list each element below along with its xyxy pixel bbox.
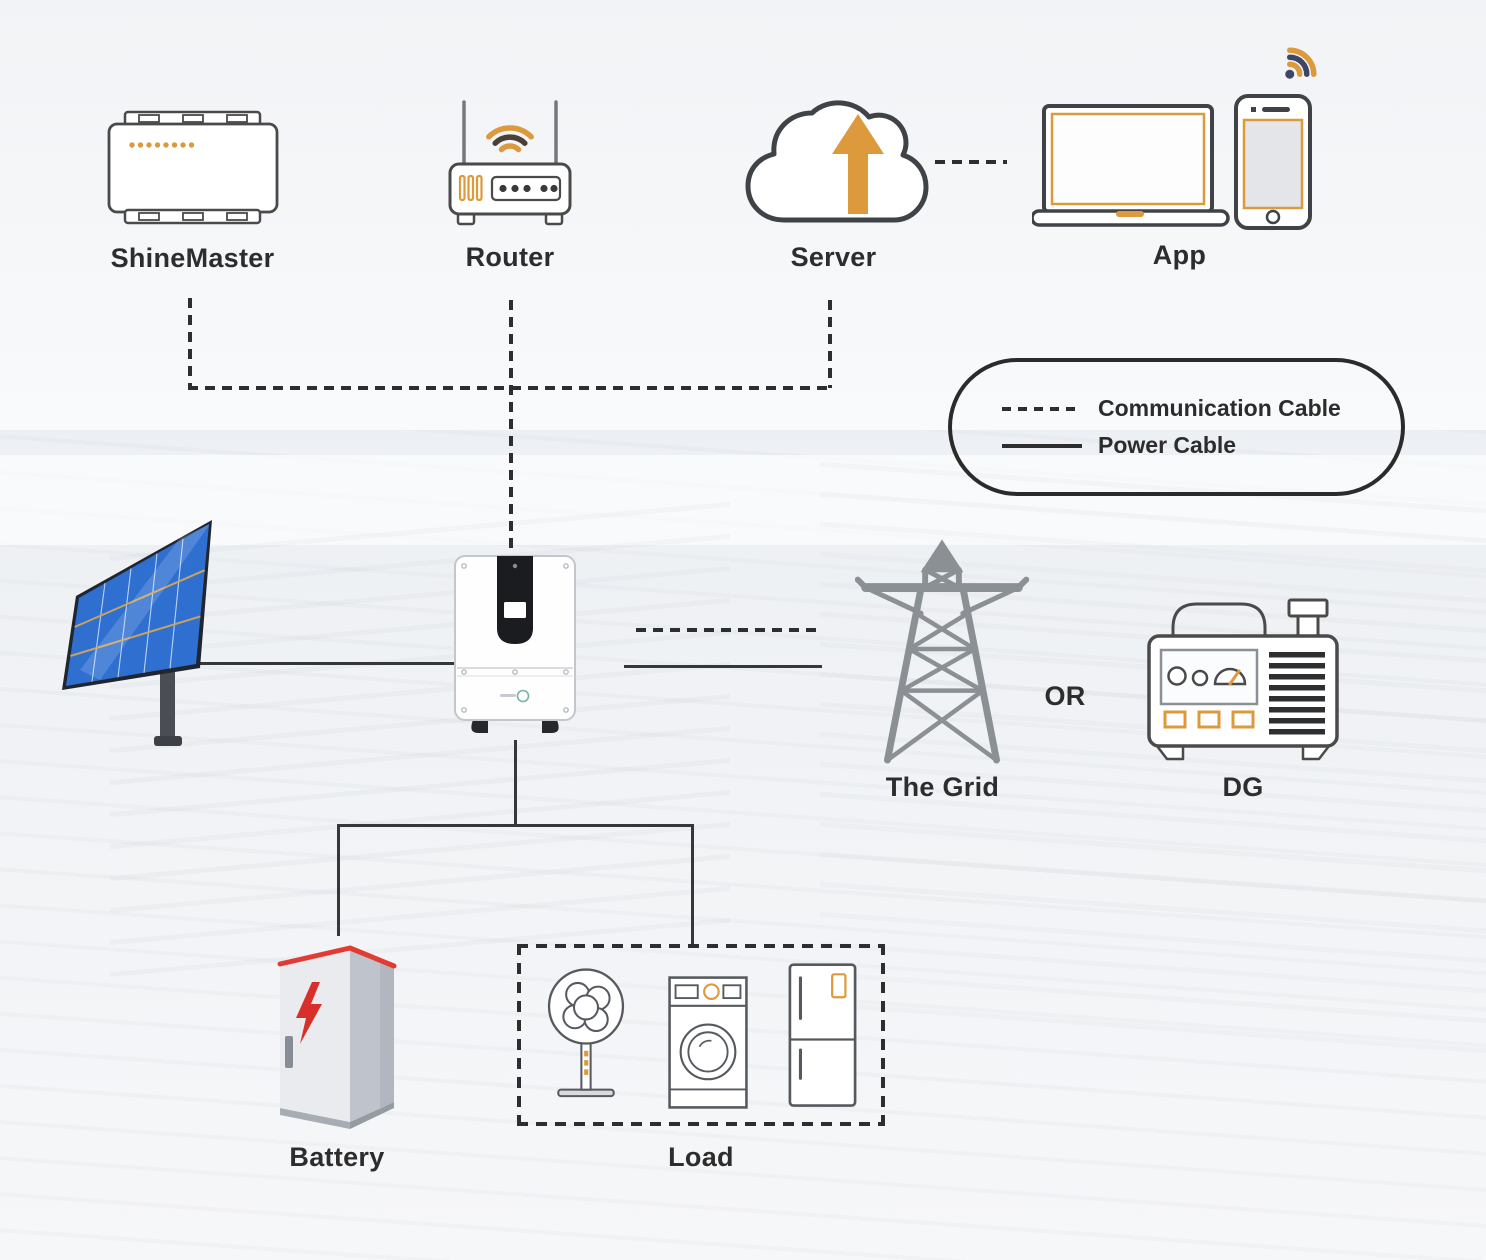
- shinemaster-label: ShineMaster: [110, 243, 275, 273]
- comm-line-server-app: [935, 160, 1007, 164]
- dg-node: DG: [1143, 592, 1343, 803]
- legend-communication-label: Communication Cable: [1098, 395, 1341, 421]
- app-label: App: [1152, 240, 1207, 270]
- solar-panel-icon: [62, 520, 212, 746]
- shinemaster-node: ShineMaster: [95, 100, 290, 274]
- legend-row-communication: Communication Cable: [1002, 395, 1401, 422]
- fan-icon: [547, 968, 625, 1098]
- background-band: [0, 455, 1486, 545]
- legend-box: Communication Cable Power Cable: [948, 358, 1405, 496]
- inverter-node: [450, 548, 580, 744]
- app-devices-icon: [1032, 47, 1317, 230]
- fridge-icon: [788, 963, 857, 1107]
- shinemaster-icon: [107, 110, 279, 225]
- grid-tower-icon: [855, 539, 1030, 764]
- comm-line-inverter-grid: [636, 628, 821, 632]
- load-label: Load: [668, 1142, 734, 1172]
- battery-label: Battery: [289, 1142, 385, 1172]
- power-line-inverter-down: [514, 740, 517, 826]
- router-icon: [448, 100, 572, 226]
- battery-icon: [277, 945, 397, 1129]
- router-label: Router: [465, 242, 555, 272]
- load-box-edge-bottom: [517, 1122, 885, 1126]
- app-node: App: [1032, 30, 1327, 271]
- server-cloud-icon: [745, 100, 929, 223]
- power-line-solar-inverter: [200, 662, 456, 665]
- comm-line-router-inverter: [509, 300, 513, 558]
- server-label: Server: [790, 242, 877, 272]
- load-icons: [517, 944, 885, 1126]
- comm-line-shinemaster-down: [188, 298, 192, 388]
- power-line-battery: [337, 824, 340, 936]
- legend-power-label: Power Cable: [1098, 432, 1237, 458]
- grid-node: The Grid: [855, 538, 1030, 803]
- comm-line-server-down: [828, 300, 832, 388]
- inverter-icon: [454, 555, 576, 733]
- solar-panel-node: [60, 518, 245, 750]
- legend-row-power: Power Cable: [1002, 432, 1401, 459]
- server-node: Server: [736, 94, 931, 273]
- phone-icon: [1234, 94, 1312, 230]
- power-line-inverter-grid: [624, 665, 822, 668]
- battery-node: Battery: [272, 932, 402, 1173]
- upload-arrow-icon: [829, 111, 887, 217]
- legend-dash-sample: [1002, 406, 1082, 411]
- router-node: Router: [440, 92, 580, 273]
- load-box-edge-left: [517, 944, 521, 1126]
- washing-machine-icon: [667, 976, 748, 1109]
- power-line-bottom-horizontal: [337, 824, 694, 827]
- wifi-icon: [1285, 47, 1317, 79]
- load-box-edge-right: [881, 944, 885, 1126]
- or-label: OR: [1044, 681, 1086, 711]
- power-line-load: [691, 824, 694, 946]
- load-box-edge-top: [517, 944, 885, 948]
- grid-label: The Grid: [885, 772, 1000, 802]
- generator-icon: [1147, 598, 1339, 761]
- load-node: [517, 944, 885, 1126]
- background-sky: [0, 0, 1486, 500]
- dg-label: DG: [1222, 772, 1264, 802]
- background-photo: [0, 430, 1486, 1260]
- laptop-icon: [1032, 104, 1230, 227]
- legend-solid-sample: [1002, 443, 1082, 448]
